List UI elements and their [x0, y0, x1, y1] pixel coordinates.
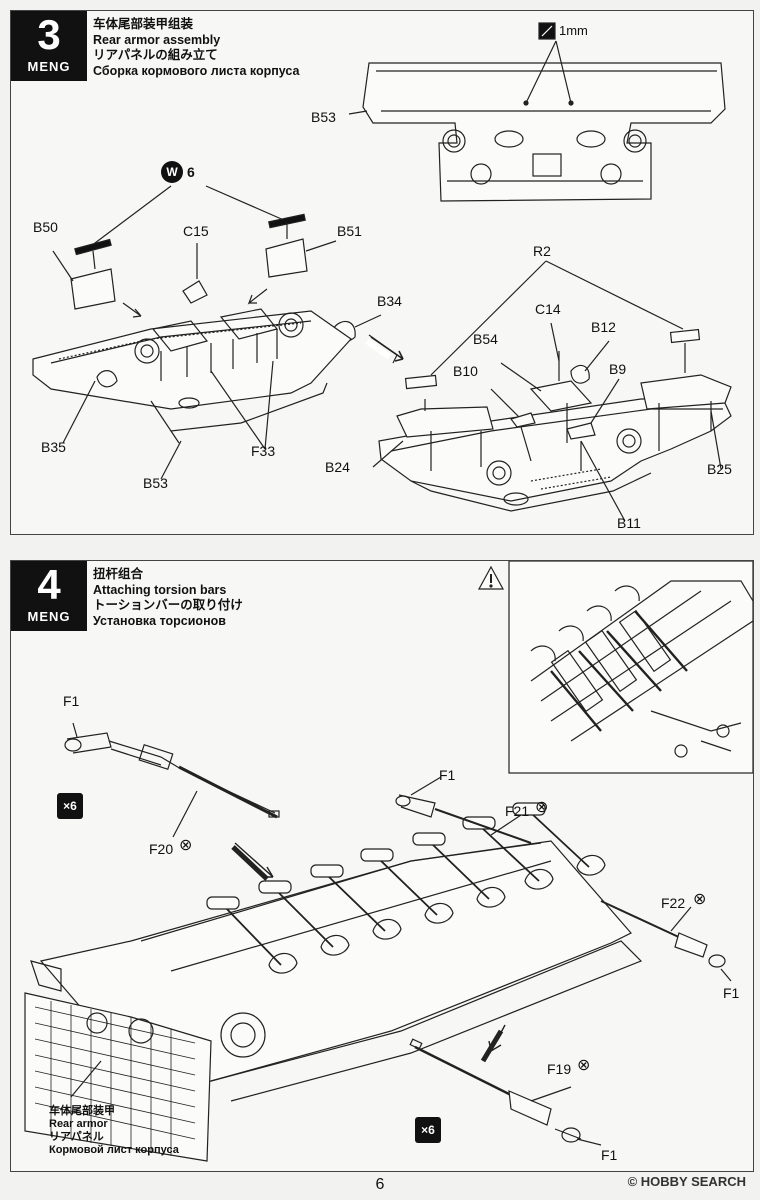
rear-armor-ru: Кормовой лист корпуса: [49, 1144, 179, 1156]
label-c15: C15: [183, 223, 209, 239]
label-b11: B11: [617, 515, 641, 531]
glue-count: 6: [187, 164, 195, 180]
label-f1-d: F1: [601, 1147, 618, 1163]
label-b34: B34: [377, 293, 402, 309]
no-glue-icon: ⊗: [577, 1057, 591, 1074]
page-number: 6: [375, 1176, 385, 1193]
label-b53-bottom: B53: [143, 475, 168, 491]
step-3-title-jp: リアパネルの組み立て: [93, 48, 218, 62]
label-b10: B10: [453, 363, 478, 379]
step-4-brand: MENG: [27, 609, 71, 624]
step-4-title-ru: Установка торсионов: [93, 613, 226, 628]
rear-armor-jp: リアパネル: [49, 1131, 104, 1143]
step-4-panel: 4 MENG 扭杆组合 Attaching torsion bars トーション…: [10, 560, 754, 1172]
step-3-title-en: Rear armor assembly: [93, 32, 221, 47]
multiplier-badge-a: ×6: [57, 793, 83, 819]
step-3-title-cn: 车体尾部装甲组装: [93, 17, 194, 31]
label-f20: F20: [149, 841, 174, 857]
label-f33: F33: [251, 443, 276, 459]
step-3-number: 3: [37, 11, 61, 58]
drill-size-label: 1mm: [559, 23, 588, 38]
step-4-title-jp: トーションバーの取り付け: [93, 598, 243, 612]
step-3-brand: MENG: [27, 59, 71, 74]
label-b9: B9: [609, 361, 627, 377]
label-f1-a: F1: [63, 693, 80, 709]
multiplier-badge-b: ×6: [415, 1117, 441, 1143]
step-4-drawing: [24, 561, 753, 1162]
no-glue-icon: ⊗: [535, 799, 549, 816]
step-4-title-cn: 扭杆组合: [93, 567, 144, 581]
no-glue-icon: ⊗: [179, 837, 193, 854]
step-3-drawing: [32, 22, 732, 522]
label-f1-b: F1: [439, 767, 456, 783]
label-b24: B24: [325, 459, 350, 475]
label-c14: C14: [535, 301, 561, 317]
glue-w-badge: W: [161, 161, 183, 183]
watermark: © HOBBY SEARCH: [627, 1174, 746, 1189]
label-b54: B54: [473, 331, 498, 347]
rear-armor-callout: 车体尾部装甲 Rear armor リアパネル Кормовой лист ко…: [49, 1105, 179, 1157]
label-b50: B50: [33, 219, 58, 235]
step-3-badge: 3 MENG: [11, 11, 87, 81]
step-4-number: 4: [37, 561, 61, 608]
step-3-titles: 车体尾部装甲组装 Rear armor assembly リアパネルの組み立て …: [93, 17, 300, 79]
label-b51: B51: [337, 223, 362, 239]
rear-armor-en: Rear armor: [49, 1118, 108, 1130]
label-r2: R2: [533, 243, 551, 259]
label-b25: B25: [707, 461, 732, 477]
step-3-title-ru: Сборка кормового листа корпуса: [93, 63, 300, 78]
label-f19: F19: [547, 1061, 572, 1077]
label-b35: B35: [41, 439, 66, 455]
rear-armor-cn: 车体尾部装甲: [49, 1105, 115, 1117]
label-f1-c: F1: [723, 985, 740, 1001]
step-4-title-en: Attaching torsion bars: [93, 582, 227, 597]
step-4-titles: 扭杆组合 Attaching torsion bars トーションバーの取り付け…: [93, 567, 243, 629]
step-4-badge: 4 MENG: [11, 561, 87, 631]
label-b12: B12: [591, 319, 616, 335]
label-b53-top: B53: [311, 109, 336, 125]
no-glue-icon: ⊗: [693, 891, 707, 908]
step-3-panel: 3 MENG 车体尾部装甲组装 Rear armor assembly リアパネ…: [10, 10, 754, 535]
label-f21: F21: [505, 803, 530, 819]
label-f22: F22: [661, 895, 686, 911]
